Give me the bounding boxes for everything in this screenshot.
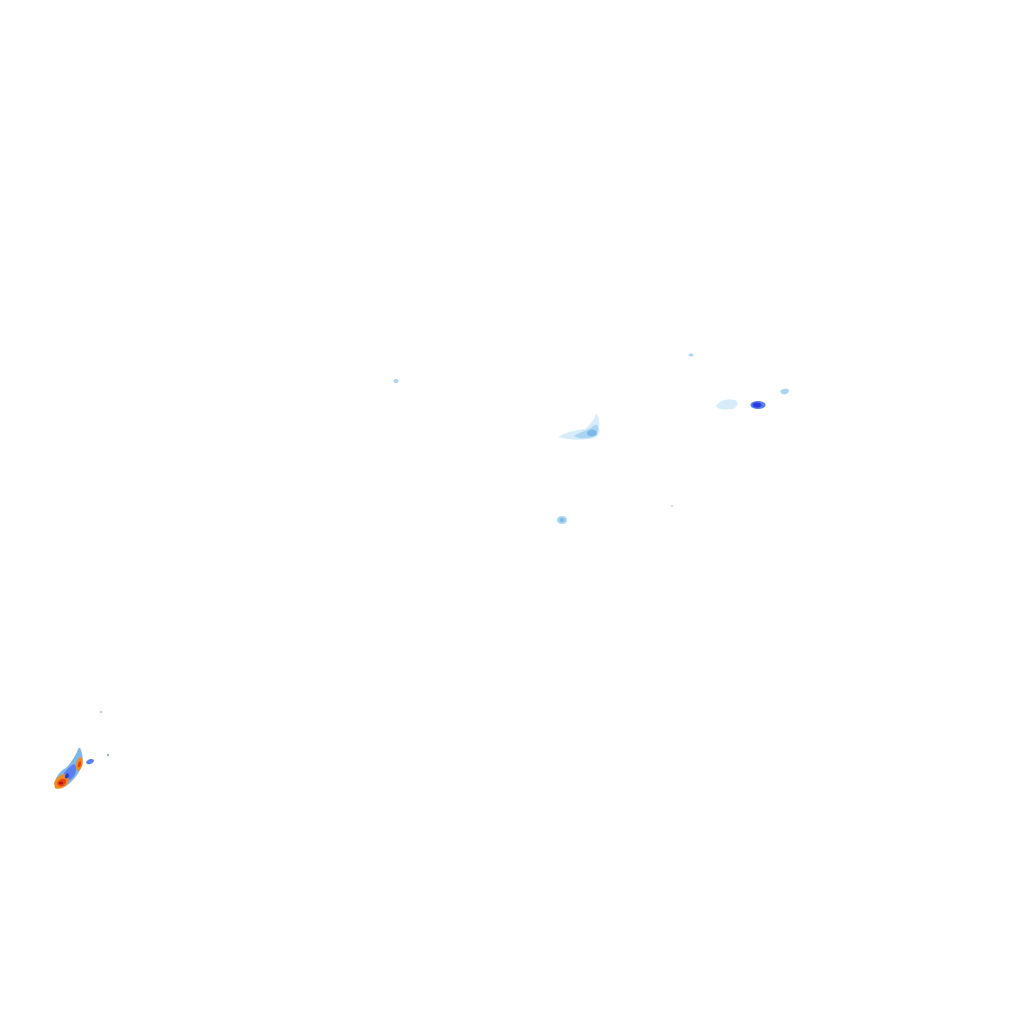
echo-tiny-west [393,379,399,383]
echo-east-light [716,388,789,410]
echo-east-core [750,401,766,409]
echo-southwest-storm [54,747,110,789]
echo-north-speck [688,353,694,357]
echo-east-speck [100,505,673,713]
echo-center-band [558,414,600,440]
echo-center-south [557,516,567,524]
